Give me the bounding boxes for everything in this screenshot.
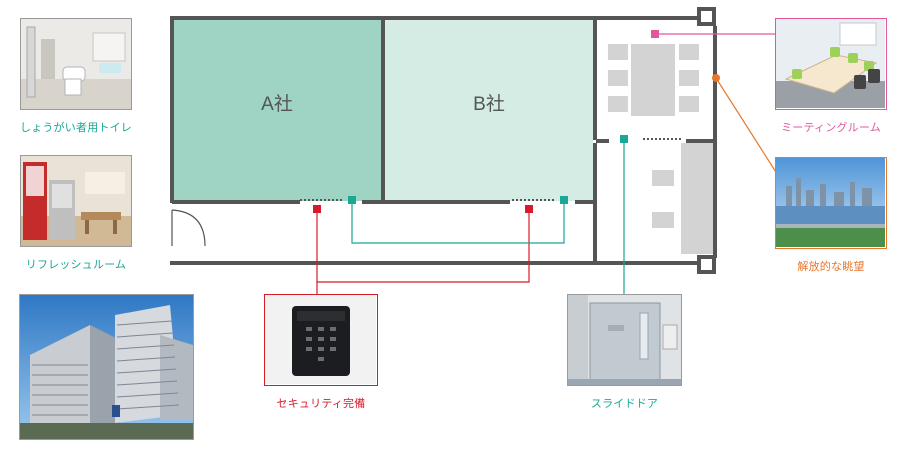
walls: [170, 16, 717, 265]
door-marker-c: [620, 135, 628, 143]
toilet-photo: [20, 18, 132, 110]
door-connector: [351, 140, 625, 294]
room-a-label: A社: [261, 93, 293, 115]
door-swing: [171, 209, 206, 247]
view-caption: 解放的な眺望: [797, 260, 865, 273]
room-b-label: B社: [473, 93, 505, 115]
window-panel: [681, 143, 714, 254]
refresh-photo: [20, 155, 132, 247]
security-marker-b: [525, 205, 533, 213]
pillar-bottom: [697, 255, 716, 274]
door-photo: [567, 294, 682, 386]
view-photo: [775, 157, 887, 249]
pillar-top: [697, 7, 716, 26]
door-marker-b: [560, 196, 568, 204]
door-caption: スライドドア: [590, 397, 659, 410]
security-caption: セキュリティ完備: [276, 397, 366, 410]
security-photo: [264, 294, 378, 386]
toilet-caption: しょうがい者用トイレ: [20, 121, 132, 134]
security-connector: [316, 212, 530, 294]
meeting-table: [608, 44, 699, 116]
room-a: [173, 20, 381, 201]
meeting-photo: [775, 18, 887, 110]
sofa-set: [652, 170, 674, 228]
refresh-caption: リフレッシュルーム: [25, 258, 127, 271]
security-marker-a: [313, 205, 321, 213]
building-photo: [19, 294, 194, 440]
meeting-marker: [651, 30, 659, 38]
meeting-caption: ミーティングルーム: [781, 121, 881, 134]
view-marker: [712, 74, 720, 82]
room-b: [385, 20, 593, 201]
door-marker-a: [348, 196, 356, 204]
